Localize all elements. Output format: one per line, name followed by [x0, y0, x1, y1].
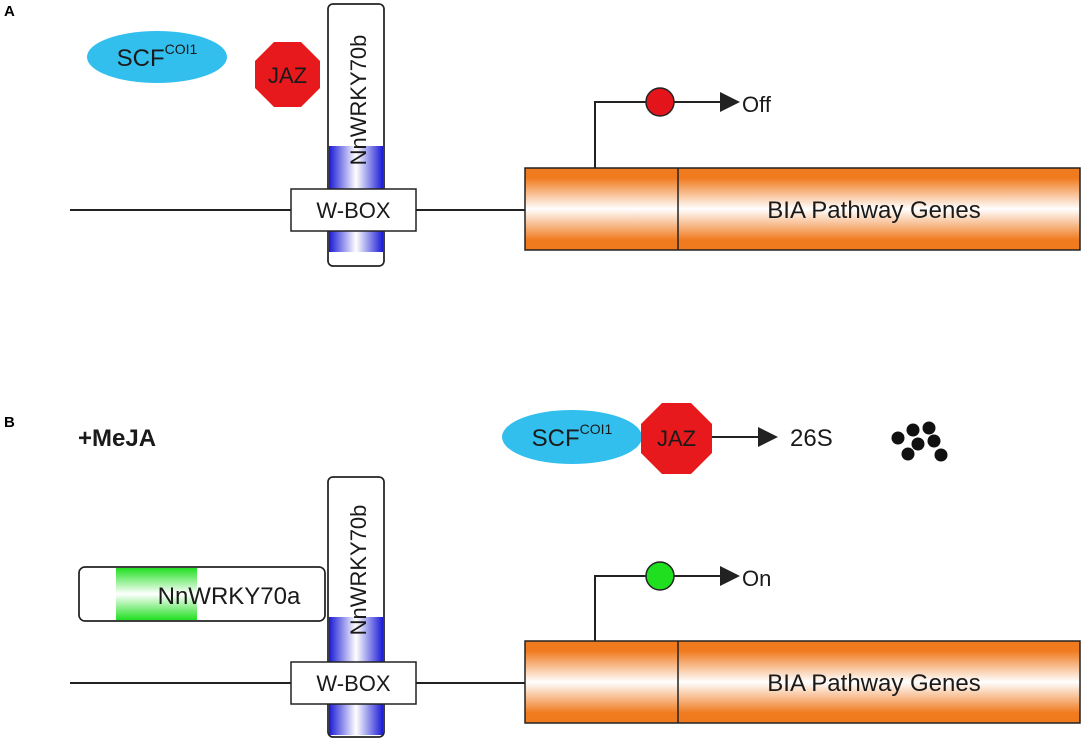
jaz-label: JAZ: [268, 63, 307, 88]
jaz-protein-b: JAZ: [641, 403, 712, 474]
panel-b-letter: B: [4, 414, 15, 431]
state-off-label: Off: [742, 92, 772, 117]
gene-label: BIA Pathway Genes: [767, 197, 980, 224]
degraded-fragments: [891, 421, 948, 462]
wrky70b-label: NnWRKY70b: [346, 35, 371, 166]
gene-rect: [524, 640, 1081, 724]
jaz-label: JAZ: [657, 426, 696, 451]
fragment-dot: [922, 421, 936, 435]
bia-gene-block-b: BIA Pathway Genes: [524, 640, 1081, 724]
fragment-dot: [906, 423, 920, 437]
gene-rect: [524, 167, 1081, 251]
scf-ellipse: [87, 31, 227, 83]
meja-treatment-label: +MeJA: [78, 425, 156, 452]
on-indicator-dot: [645, 561, 675, 591]
scf-label: SCFCOI1: [532, 421, 613, 452]
wrky70a-label: NnWRKY70a: [158, 583, 301, 610]
w-box-label: W-BOX: [316, 671, 390, 696]
transcription-arrow-b: On: [594, 561, 771, 641]
fragment-dot: [901, 447, 915, 461]
scf-ellipse: [502, 410, 642, 464]
gene-label: BIA Pathway Genes: [767, 670, 980, 697]
panel-a-letter: A: [4, 3, 15, 20]
fragment-dot: [927, 434, 941, 448]
promoter-arrow: [594, 92, 740, 168]
nnwrky70a-protein: NnWRKY70a: [78, 566, 326, 622]
fragment-dot: [911, 437, 925, 451]
promoter-arrow: [594, 566, 740, 641]
w-box-a: W-BOX: [290, 188, 417, 232]
state-on-label: On: [742, 566, 771, 591]
fragment-dot: [891, 431, 905, 445]
off-indicator-dot: [645, 87, 675, 117]
w-box-rect: [290, 188, 417, 232]
panel-b: B +MeJA SCFCOI1 JAZ 26S: [4, 403, 1081, 738]
panel-a: A SCFCOI1 JAZ NnWRKY70b W-BOX: [4, 3, 1081, 267]
transcription-arrow-a: Off: [594, 87, 772, 168]
scf-label: SCFCOI1: [117, 41, 198, 72]
fragment-dot: [934, 448, 948, 462]
proteasome-26s-label: 26S: [790, 425, 833, 452]
wrky70a-domain: [116, 568, 197, 620]
scf-coi1-complex-b: SCFCOI1: [502, 410, 642, 464]
w-box-rect: [290, 661, 417, 705]
w-box-label: W-BOX: [316, 198, 390, 223]
jaz-octagon: [255, 42, 320, 107]
scf-coi1-complex-a: SCFCOI1: [87, 31, 227, 83]
w-box-b: W-BOX: [290, 661, 417, 705]
bia-gene-block-a: BIA Pathway Genes: [524, 167, 1081, 251]
wrky70b-label: NnWRKY70b: [346, 505, 371, 636]
jaz-protein-a: JAZ: [255, 42, 320, 107]
jaz-octagon: [641, 403, 712, 474]
